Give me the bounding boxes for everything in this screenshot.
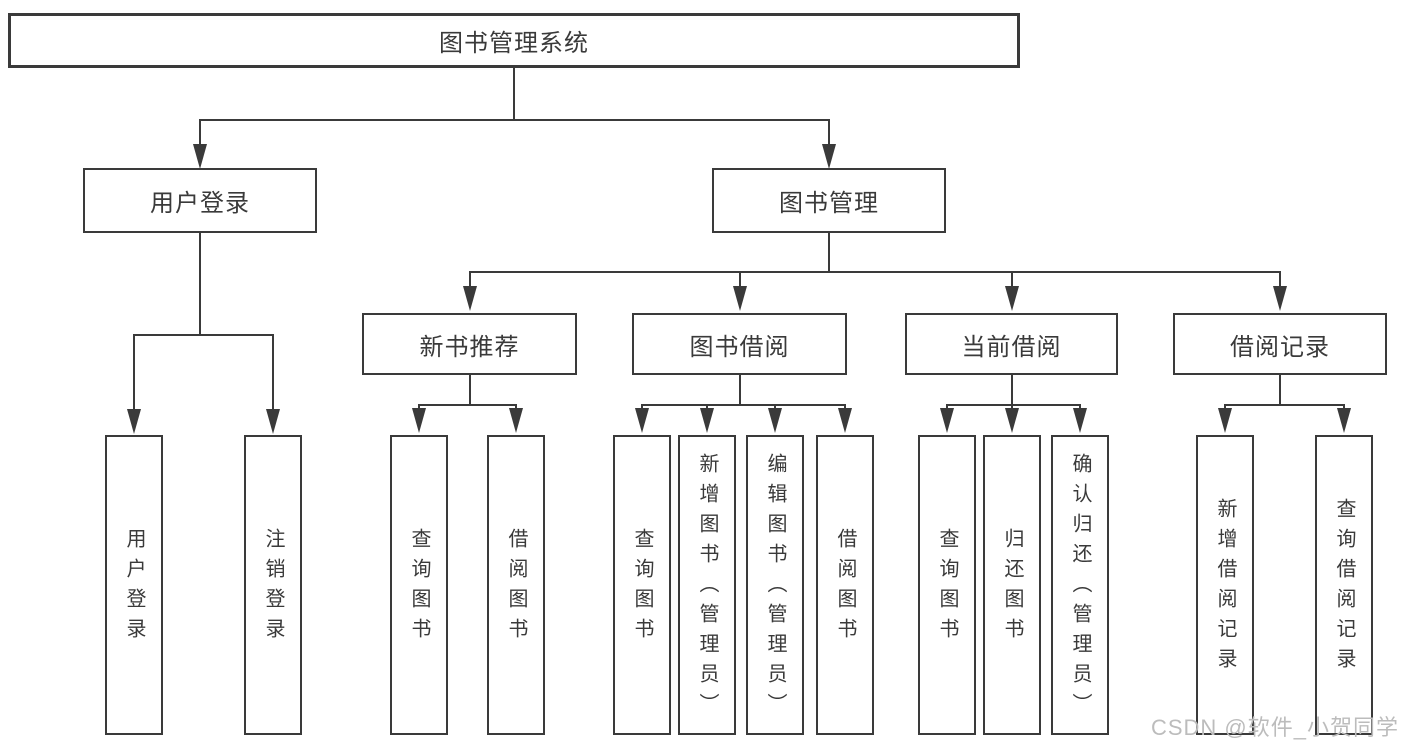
leaf-borrow-books-1: 借阅图书 <box>487 435 545 735</box>
leaf-return-books-label: 归还图书 <box>1001 527 1023 648</box>
leaf-edit-books-admin: 编辑图书（管理员） <box>746 435 804 735</box>
node-new-book-rec-label: 新书推荐 <box>419 333 520 361</box>
leaf-add-borrow-record: 新增借阅记录 <box>1196 435 1254 735</box>
connector-borrow-records-to-leaves <box>1218 375 1351 433</box>
leaf-edit-books-admin-label: 编辑图书（管理员） <box>764 452 786 723</box>
connector-book-borrow-to-leaves <box>635 375 852 433</box>
node-root: 图书管理系统 <box>8 13 1020 68</box>
leaf-confirm-return-admin-label: 确认归还（管理员） <box>1069 452 1091 723</box>
leaf-query-books-3: 查询图书 <box>918 435 976 735</box>
leaf-query-books-2-label: 查询图书 <box>631 527 653 648</box>
node-new-book-rec: 新书推荐 <box>362 313 577 375</box>
leaf-add-books-admin-label: 新增图书（管理员） <box>696 452 718 723</box>
node-root-label: 图书管理系统 <box>439 30 589 57</box>
leaf-add-borrow-record-label: 新增借阅记录 <box>1214 497 1236 678</box>
node-book-mgmt-label: 图书管理 <box>779 190 879 217</box>
leaf-borrow-books-1-label: 借阅图书 <box>505 527 527 648</box>
leaf-logout: 注销登录 <box>244 435 302 735</box>
csdn-watermark: CSDN @软件_小贺同学 <box>1150 715 1399 740</box>
leaf-query-books-3-label: 查询图书 <box>936 527 958 648</box>
leaf-query-books-1: 查询图书 <box>390 435 448 735</box>
node-borrow-records-label: 借阅记录 <box>1230 333 1330 361</box>
node-user-login-label: 用户登录 <box>150 190 250 217</box>
node-book-borrow-label: 图书借阅 <box>689 333 790 361</box>
connector-root-to-level2 <box>193 68 836 169</box>
node-borrow-records: 借阅记录 <box>1173 313 1387 375</box>
leaf-user-login-label: 用户登录 <box>123 527 145 648</box>
leaf-confirm-return-admin: 确认归还（管理员） <box>1051 435 1109 735</box>
leaf-user-login: 用户登录 <box>105 435 163 735</box>
leaf-borrow-books-2: 借阅图书 <box>816 435 874 735</box>
leaf-borrow-books-2-label: 借阅图书 <box>834 527 856 648</box>
connector-new-book-to-leaves <box>412 375 523 433</box>
node-book-mgmt: 图书管理 <box>712 168 946 233</box>
node-current-borrow: 当前借阅 <box>905 313 1118 375</box>
node-book-borrow: 图书借阅 <box>632 313 847 375</box>
connector-user-login-to-leaves <box>127 233 280 434</box>
connector-book-mgmt-to-level3 <box>463 233 1287 311</box>
leaf-query-books-2: 查询图书 <box>613 435 671 735</box>
node-user-login: 用户登录 <box>83 168 317 233</box>
leaf-query-borrow-record-label: 查询借阅记录 <box>1333 497 1355 678</box>
connector-current-borrow-to-leaves <box>940 375 1087 433</box>
leaf-query-books-1-label: 查询图书 <box>408 527 430 648</box>
leaf-logout-label: 注销登录 <box>262 527 284 648</box>
node-current-borrow-label: 当前借阅 <box>961 333 1062 361</box>
leaf-query-borrow-record: 查询借阅记录 <box>1315 435 1373 735</box>
leaf-add-books-admin: 新增图书（管理员） <box>678 435 736 735</box>
leaf-return-books: 归还图书 <box>983 435 1041 735</box>
